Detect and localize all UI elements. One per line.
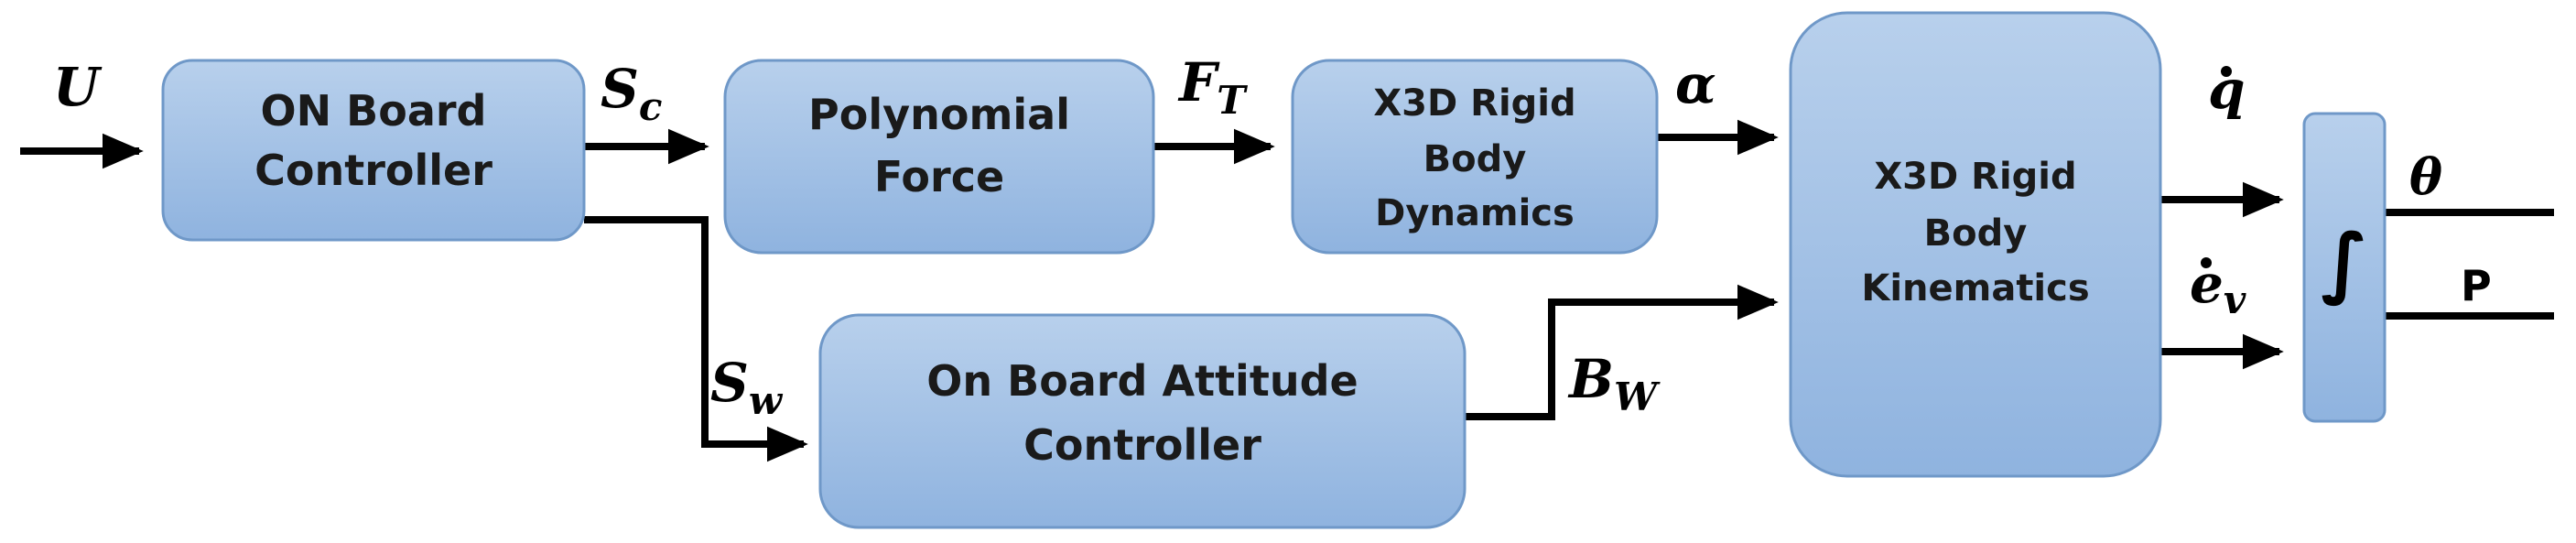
wire-sw xyxy=(584,216,808,462)
attitude-controller-block: On Board Attitude Controller xyxy=(818,313,1467,529)
kinematics-line-1: X3D Rigid xyxy=(1874,156,2076,198)
signal-theta-label: θ xyxy=(2409,147,2442,206)
e-v-dot-mark xyxy=(2201,257,2212,268)
signal-p-label: P xyxy=(2461,261,2492,310)
rigid-body-kinematics-block: X3D Rigid Body Kinematics xyxy=(1789,11,2162,478)
dynamics-line-2: Body xyxy=(1423,138,1527,180)
dynamics-line-1: X3D Rigid xyxy=(1373,82,1575,125)
onboard-controller-block: ON Board Controller xyxy=(161,59,586,242)
onboard-controller-line-1: ON Board xyxy=(261,86,487,136)
kinematics-line-3: Kinematics xyxy=(1861,267,2089,310)
signal-u-label: U xyxy=(53,56,103,118)
rigid-body-dynamics-block: X3D Rigid Body Dynamics xyxy=(1291,59,1659,255)
integral-symbol: ∫ xyxy=(2321,217,2367,307)
signal-e-v-dot-label: ev xyxy=(2190,253,2246,322)
signal-alpha-label: α xyxy=(1675,53,1716,115)
e-v-dot-letters: ev xyxy=(2190,253,2246,322)
signal-sw-label: Sw xyxy=(710,352,784,423)
kinematics-line-2: Body xyxy=(1924,212,2028,255)
dynamics-line-3: Dynamics xyxy=(1375,192,1575,234)
signal-q-dot-label: q xyxy=(2208,59,2246,121)
signal-bw-label: BW xyxy=(1567,348,1661,419)
onboard-controller-line-2: Controller xyxy=(254,146,492,195)
polynomial-force-block: Polynomial Force xyxy=(723,59,1155,255)
integrator-block: ∫ xyxy=(2302,112,2387,423)
q-dot-mark xyxy=(2221,66,2232,77)
attitude-controller-line-1: On Board Attitude xyxy=(926,356,1358,406)
signal-labels: U Sc FT α Sw BW q ev θ P xyxy=(53,51,2492,423)
signal-ft-label: FT xyxy=(1177,51,1248,123)
polynomial-force-line-2: Force xyxy=(874,152,1004,201)
wires xyxy=(20,119,2554,462)
polynomial-force-line-1: Polynomial xyxy=(808,90,1070,139)
attitude-controller-line-2: Controller xyxy=(1023,420,1261,470)
signal-sc-label: Sc xyxy=(601,58,662,129)
wire-bw xyxy=(1465,284,1779,420)
